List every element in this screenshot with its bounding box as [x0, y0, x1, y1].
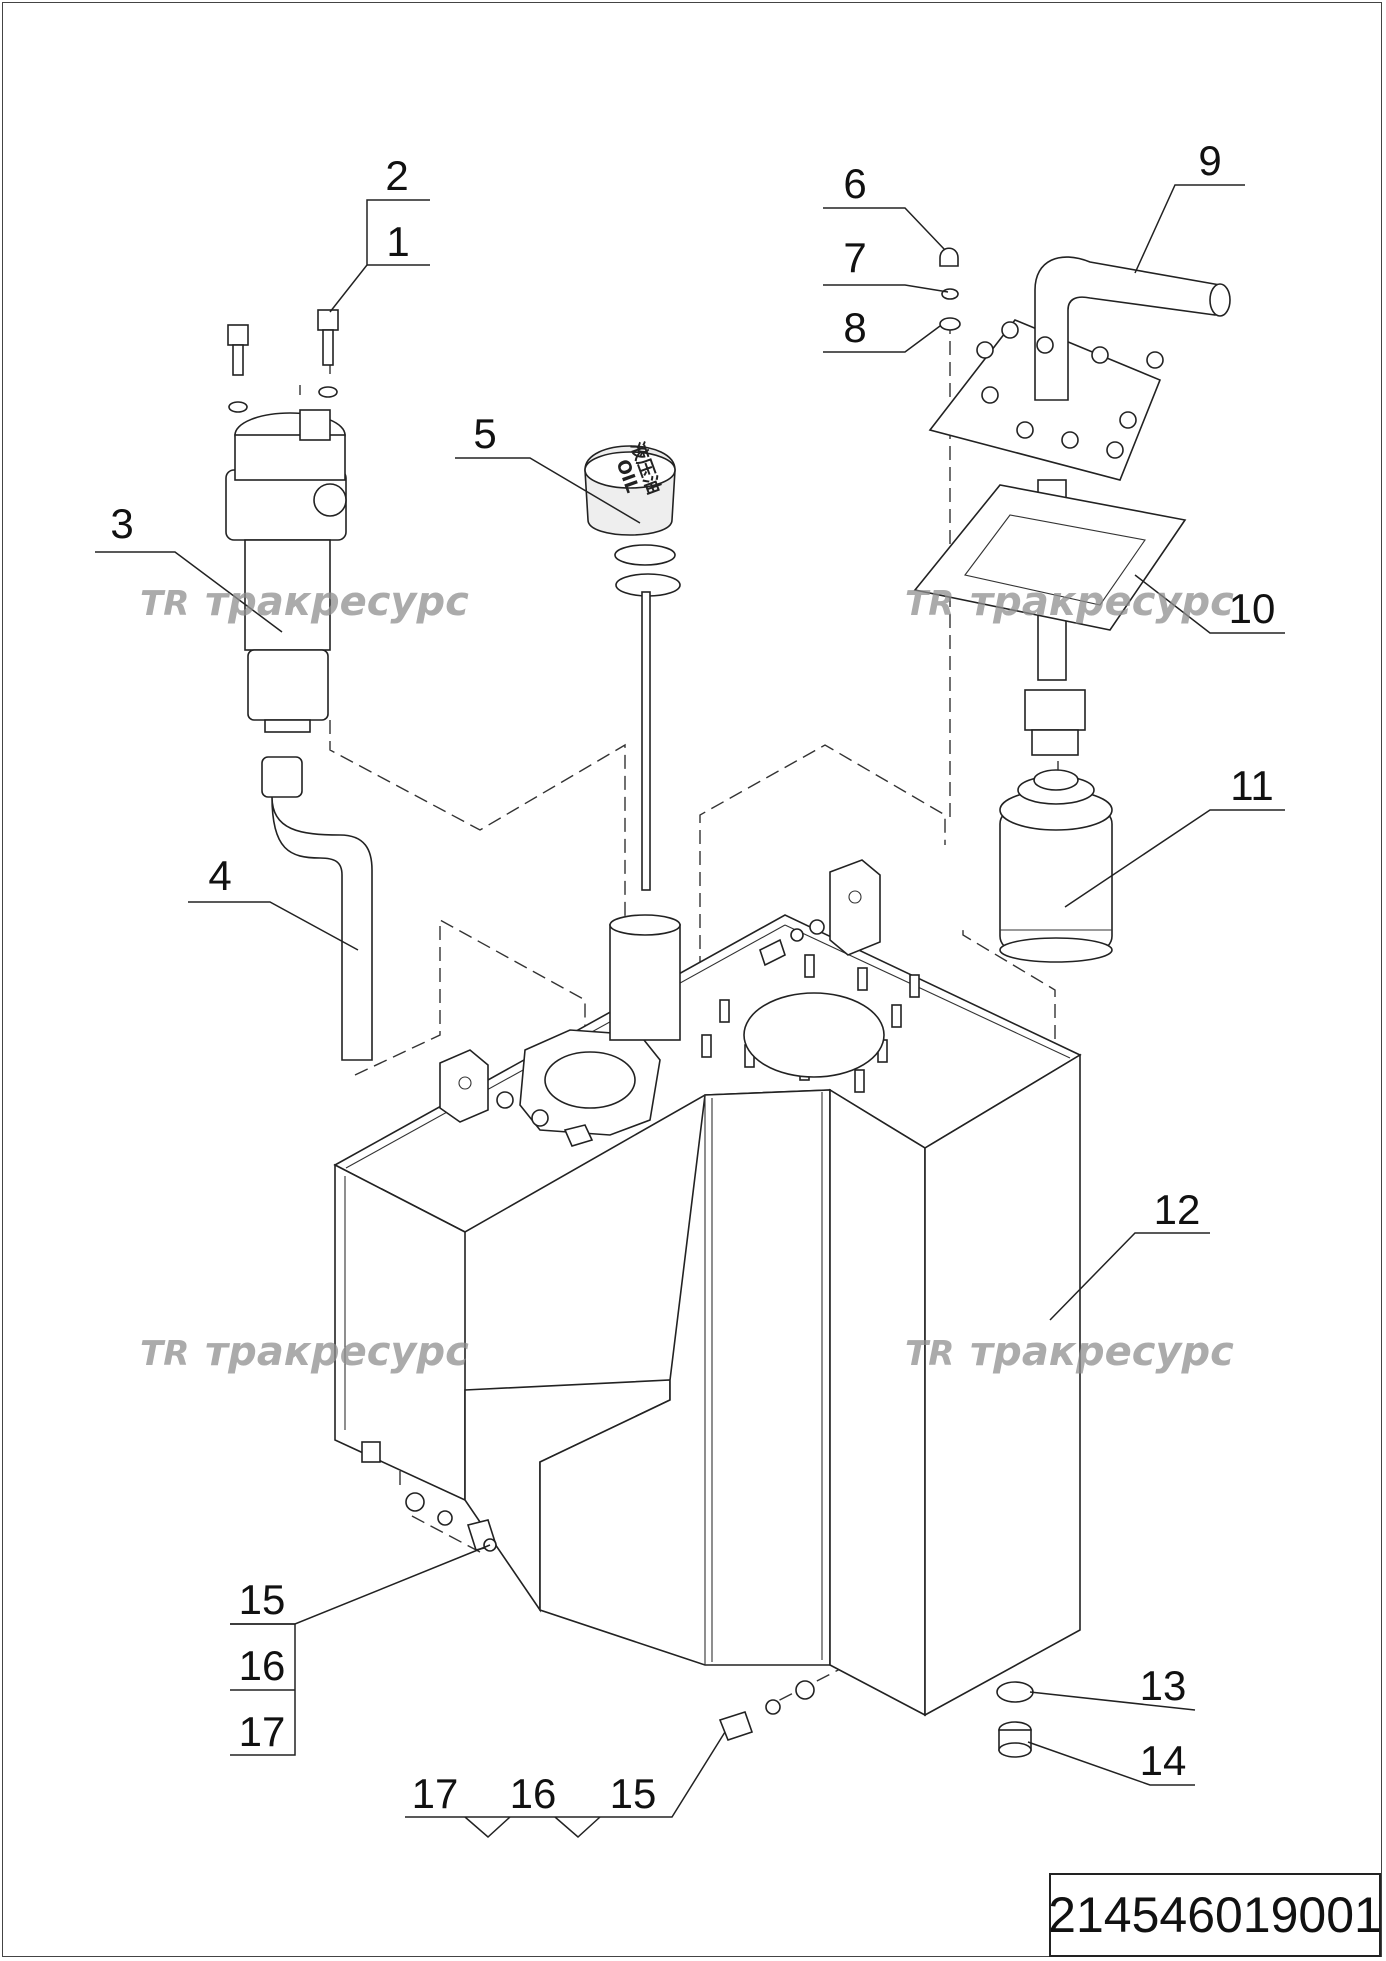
callout-16-bottom: 16	[510, 1770, 557, 1817]
callout-6: 6	[843, 160, 866, 207]
callout-1: 1	[386, 218, 409, 265]
document-number: 214546019001	[1048, 1873, 1382, 1957]
callout-2: 2	[385, 152, 408, 199]
callout-4: 4	[208, 852, 231, 899]
callout-8: 8	[843, 304, 866, 351]
callout-labels: 2 1 3 4 5 6 7 8 9 10 11 12 13 14 15 16 1…	[110, 137, 1275, 1817]
callout-3: 3	[110, 500, 133, 547]
callout-12: 12	[1154, 1186, 1201, 1233]
watermark-text: тракресурс	[205, 1329, 469, 1375]
watermark-logo: TR	[140, 584, 189, 624]
watermark-logo: TR	[140, 1334, 189, 1374]
fastener-set-lower-center	[718, 1680, 815, 1741]
suction-filter-element	[999, 769, 1113, 963]
mounting-bracket-left	[439, 1049, 514, 1123]
callout-17-left: 17	[239, 1708, 286, 1755]
suction-pipe-assembly	[928, 256, 1231, 756]
callout-11: 11	[1230, 762, 1274, 809]
mounting-bracket-right	[759, 859, 881, 967]
watermark-text: тракресурс	[970, 579, 1234, 625]
fastener-set-lower-left	[405, 1492, 498, 1552]
nut-washer-stack	[939, 247, 961, 331]
drain-plug-assembly	[996, 1681, 1034, 1758]
return-pipe	[261, 756, 373, 1061]
hydraulic-tank	[333, 914, 1082, 1717]
filter-mount-bolts	[227, 309, 339, 413]
return-filter	[225, 409, 347, 733]
suction-flange	[519, 1029, 661, 1147]
callout-7: 7	[843, 234, 866, 281]
leader-lines	[95, 184, 1285, 1839]
callout-13: 13	[1140, 1662, 1187, 1709]
tank-filter-opening	[743, 992, 885, 1078]
watermark-logo: TR	[905, 584, 954, 624]
gasket	[913, 484, 1187, 631]
filler-neck-tube	[609, 914, 681, 1041]
watermarks: TR тракресурс TR тракресурс TR тракресур…	[140, 579, 1234, 1375]
callout-15-left: 15	[239, 1576, 286, 1623]
callout-17-bottom: 17	[412, 1770, 459, 1817]
callout-9: 9	[1198, 137, 1221, 184]
callout-5: 5	[473, 410, 496, 457]
watermark-logo: TR	[905, 1334, 954, 1374]
callout-14: 14	[1140, 1737, 1187, 1784]
callout-16-left: 16	[239, 1642, 286, 1689]
callout-15-bottom: 15	[610, 1770, 657, 1817]
watermark-text: тракресурс	[970, 1329, 1234, 1375]
watermark-text: тракресурс	[205, 579, 469, 625]
callout-10: 10	[1229, 585, 1276, 632]
breather-cap: 液压油 OIL	[584, 439, 681, 891]
